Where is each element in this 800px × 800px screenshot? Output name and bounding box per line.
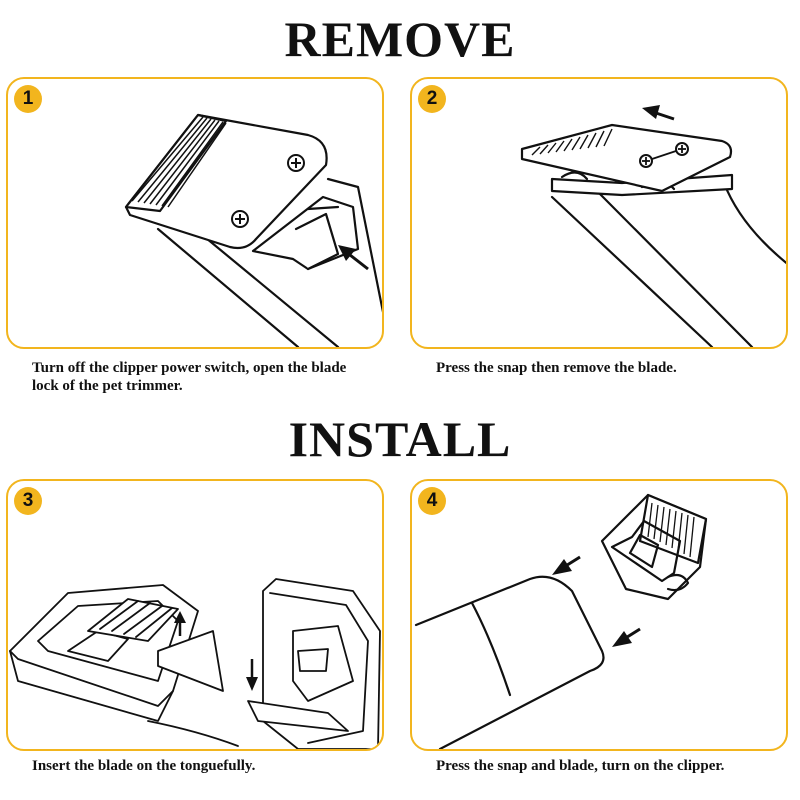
step-2-caption: Press the snap then remove the blade. bbox=[436, 360, 677, 376]
arrow-icon bbox=[246, 659, 258, 691]
step-2-illustration bbox=[520, 105, 786, 347]
step-4-badge: 4 bbox=[418, 487, 446, 515]
step-4-caption: Press the snap and blade, turn on the cl… bbox=[436, 758, 725, 774]
step-3-panel: 3 bbox=[6, 479, 384, 751]
arrow-icon bbox=[642, 105, 675, 121]
step-4-panel: 4 bbox=[410, 479, 788, 751]
step-1-badge: 1 bbox=[14, 85, 42, 113]
step-3-caption: Insert the blade on the tonguefully. bbox=[32, 758, 256, 774]
step-4-illustration bbox=[414, 493, 708, 749]
remove-heading: REMOVE bbox=[284, 11, 516, 67]
step-1-panel: 1 bbox=[6, 77, 384, 349]
arrow-icon bbox=[174, 611, 186, 636]
step-1-caption: Turn off the clipper power switch, open … bbox=[32, 360, 347, 394]
step-2-badge: 2 bbox=[418, 85, 446, 113]
arrow-icon bbox=[612, 627, 641, 647]
install-heading: INSTALL bbox=[288, 411, 512, 467]
arrow-icon bbox=[552, 555, 581, 575]
step-1-illustration bbox=[124, 113, 382, 347]
step-2-panel: 2 bbox=[410, 77, 788, 349]
step-3-illustration bbox=[9, 578, 381, 749]
step-3-badge: 3 bbox=[14, 487, 42, 515]
arrow-icon bbox=[338, 245, 369, 271]
